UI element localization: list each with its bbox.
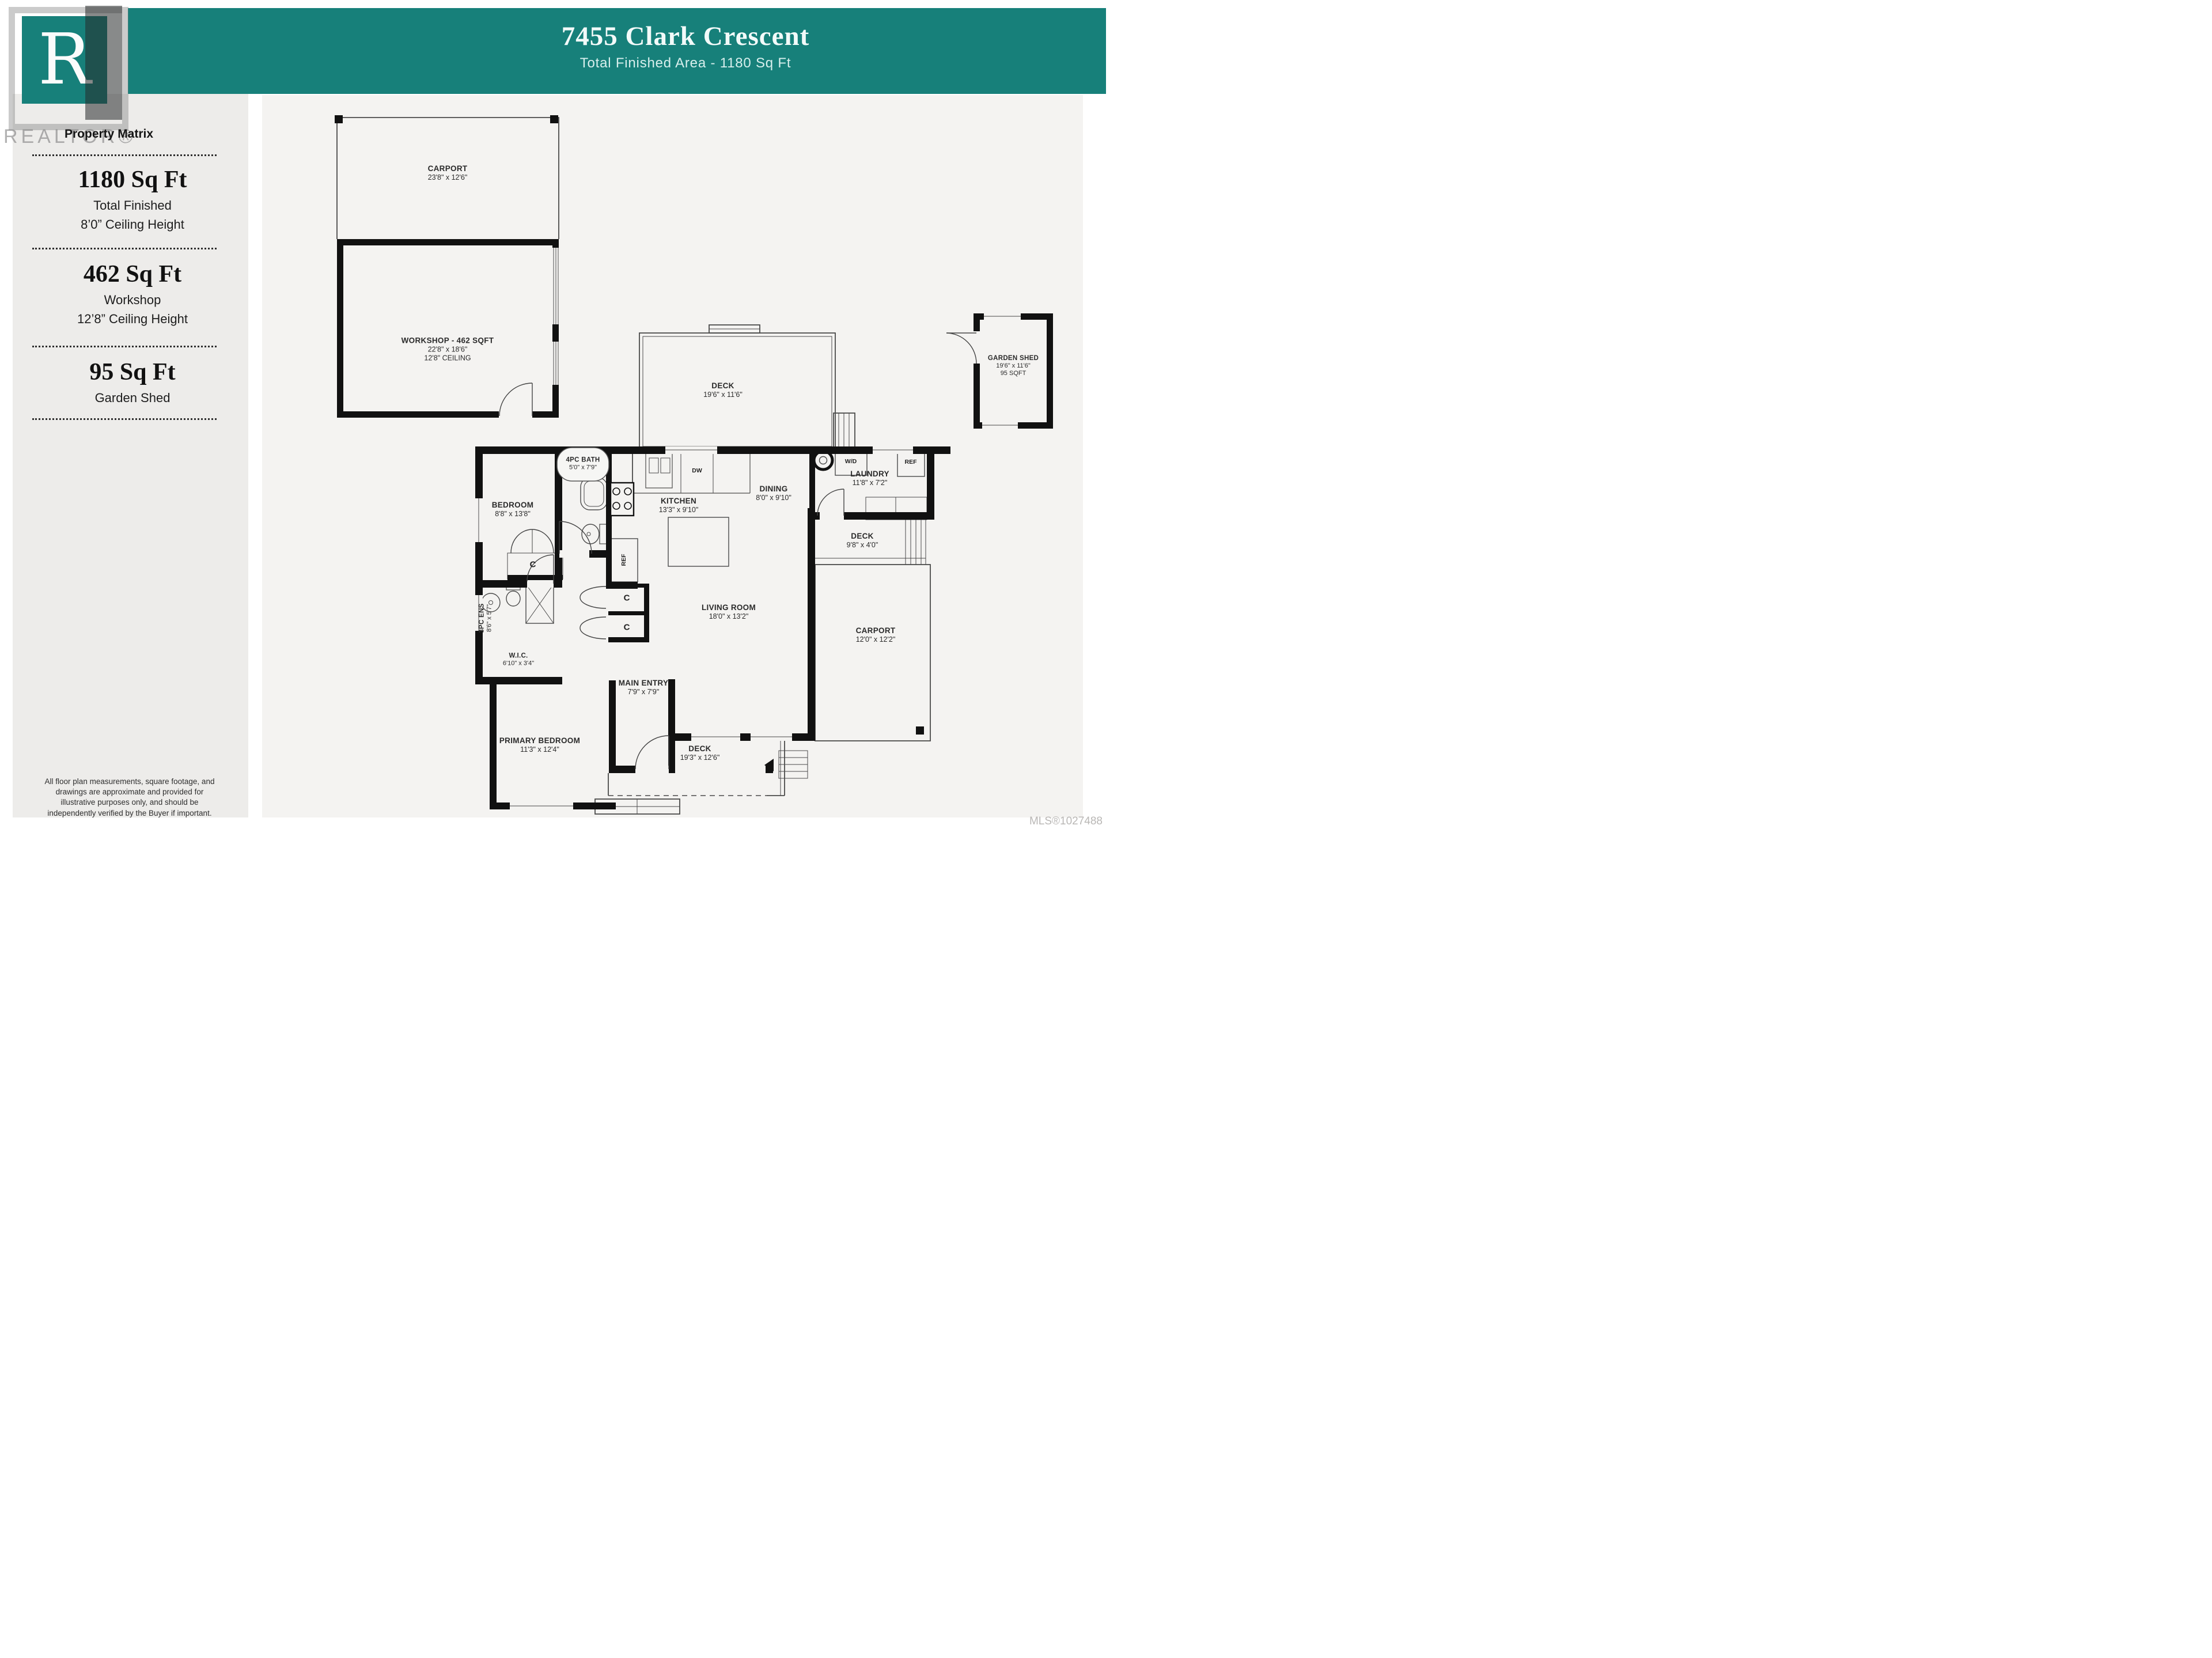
stat-shed-value: 95 Sq Ft: [89, 359, 176, 385]
brand-name: Property Matrix: [65, 127, 154, 141]
realtor-watermark-text: REALTOR®: [3, 126, 137, 147]
room-label-bedroom: BEDROOM 8'8" x 13'8": [491, 501, 534, 518]
logo-shadow-square: [85, 6, 122, 120]
room-label-deck-side: DECK 9'8" x 4'0": [846, 532, 878, 549]
floorplan: CARPORT 23'8" x 12'6" WORKSHOP - 462 SQF…: [262, 95, 1083, 817]
stat-shed-line1: Garden Shed: [94, 391, 171, 405]
stair-arrow-icon: [764, 759, 774, 771]
kitchen-sink-icon: [645, 452, 673, 489]
mls-number: MLS®1027488: [1029, 815, 1103, 827]
bathtub-icon: [580, 477, 608, 510]
room-label-wic: W.I.C. 6'10" x 3'4": [502, 652, 535, 667]
fridge-label: REF: [904, 459, 917, 465]
divider: [32, 346, 217, 347]
washer-dryer-label: W/D: [844, 458, 857, 465]
room-label-living: LIVING ROOM 18'0" x 13'2": [701, 603, 756, 620]
header-band: [128, 8, 1106, 94]
ensuite-toilet-icon: [506, 590, 521, 607]
closet-label: C: [623, 622, 630, 633]
room-label-kitchen: KITCHEN 13'3" x 9'10": [658, 497, 699, 514]
stove-icon: [609, 482, 635, 517]
divider: [32, 248, 217, 249]
door-arcs: [499, 332, 977, 770]
logo-monogram: R: [38, 18, 91, 100]
room-label-carport-top: CARPORT 23'8" x 12'6": [427, 164, 468, 181]
room-label-ensuite: 3PC ENS 8'6" x 5'7": [478, 603, 493, 633]
room-label-laundry: LAUNDRY 11'8" x 7'2": [850, 470, 889, 487]
page-subtitle: Total Finished Area - 1180 Sq Ft: [579, 55, 791, 71]
floorplan-drawing: [335, 115, 1053, 815]
divider: [32, 418, 217, 420]
room-label-workshop: WORKSHOP - 462 SQFT 22'8" x 18'6" 12'8" …: [401, 336, 494, 362]
floorplan-page: 7455 Clark Crescent Total Finished Area …: [0, 0, 1106, 829]
stat-workshop-line2: 12’8” Ceiling Height: [77, 312, 188, 326]
stat-total-value: 1180 Sq Ft: [78, 166, 187, 193]
disclaimer: All floor plan measurements, square foot…: [44, 777, 215, 817]
realtor-watermark-frame: [9, 7, 128, 130]
stat-workshop-value: 462 Sq Ft: [83, 261, 182, 287]
stat-total-line1: Total Finished: [93, 198, 172, 213]
stat-total-line2: 8’0” Ceiling Height: [81, 217, 184, 232]
kitchen-fridge-label: REF: [620, 554, 627, 566]
room-label-garden-shed: GARDEN SHED 19'6" x 11'6" 95 SQFT: [987, 355, 1039, 377]
page-title: 7455 Clark Crescent: [561, 21, 810, 51]
room-label-entry: MAIN ENTRY 7'9" x 7'9": [618, 679, 669, 696]
stat-workshop-line1: Workshop: [104, 293, 161, 307]
closet-label: C: [623, 593, 630, 603]
sidebar-panel: [13, 94, 248, 817]
room-label-deck-bottom: DECK 19'3" x 12'6": [680, 744, 720, 762]
divider: [32, 154, 217, 156]
room-label-bath: 4PC BATH 5'0" x 7'9": [566, 456, 600, 471]
walls: [335, 115, 1053, 809]
room-label-primary: PRIMARY BEDROOM 11'3" x 12'4": [499, 736, 581, 754]
carport-right-outline: [815, 564, 931, 741]
carport-top-outline: [336, 117, 559, 239]
room-label-deck-upper: DECK 19'6" x 11'6": [703, 381, 743, 399]
bath-label-bubble: [556, 447, 609, 482]
closet-label: C: [529, 559, 536, 570]
room-label-carport-right: CARPORT 12'0" x 12'2": [855, 626, 896, 643]
room-label-dining: DINING 8'0" x 9'10": [756, 484, 791, 502]
kitchen-island: [668, 517, 729, 567]
dishwasher-label: DW: [692, 467, 702, 474]
header: 7455 Clark Crescent Total Finished Area …: [196, 8, 1106, 94]
